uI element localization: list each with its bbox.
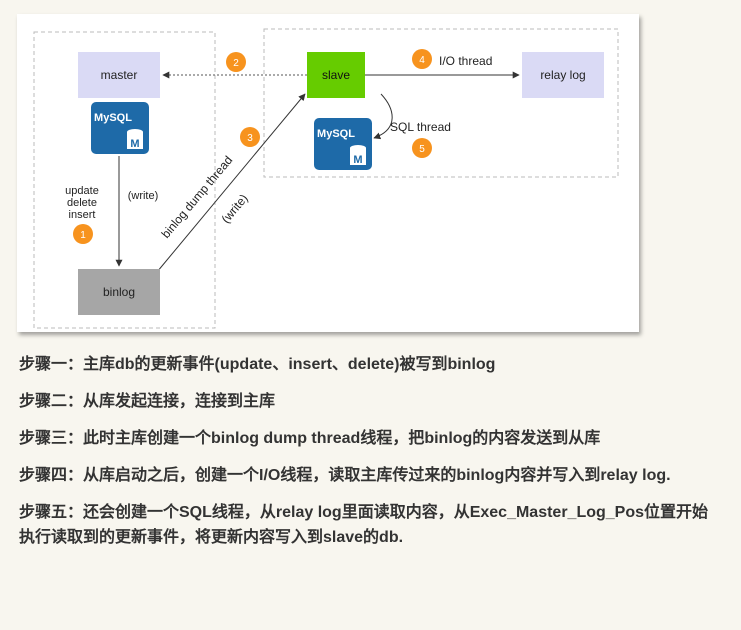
slave-mysql-icon: MySQL M bbox=[314, 118, 372, 170]
badge-3: 3 bbox=[240, 127, 260, 147]
step-2: 步骤二：从库发起连接，连接到主库 bbox=[19, 393, 276, 410]
master-mysql-icon: MySQL M bbox=[91, 102, 149, 154]
master-box bbox=[78, 52, 160, 98]
replication-diagram: master slave relay log binlog MySQL M My… bbox=[17, 14, 639, 332]
svg-text:M: M bbox=[130, 138, 139, 150]
binlog-label: binlog bbox=[103, 285, 135, 299]
master-label: master bbox=[101, 68, 138, 82]
diagram-canvas: master slave relay log binlog MySQL M My… bbox=[33, 28, 619, 329]
sql-thread-label: SQL thread bbox=[390, 120, 451, 134]
op-delete-label: delete bbox=[67, 197, 97, 209]
relay-log-box bbox=[522, 52, 604, 98]
op-update-label: update bbox=[65, 185, 99, 197]
slave-box bbox=[307, 52, 365, 98]
step-1: 步骤一：主库db的更新事件(update、insert、delete)被写到bi… bbox=[19, 356, 496, 373]
badge-5: 5 bbox=[412, 138, 432, 158]
sql-thread-arrow bbox=[373, 93, 393, 140]
svg-text:2: 2 bbox=[233, 58, 239, 69]
binlog-dump-thread-label: binlog dump thread bbox=[159, 153, 236, 241]
svg-text:1: 1 bbox=[80, 230, 86, 241]
write-left-label: (write) bbox=[128, 190, 159, 202]
badge-1: 1 bbox=[73, 224, 93, 244]
svg-text:MySQL: MySQL bbox=[94, 112, 132, 124]
op-insert-label: insert bbox=[69, 209, 96, 221]
step-4: 步骤四：从库启动之后，创建一个I/O线程，读取主库传过来的binlog内容并写入… bbox=[19, 467, 671, 484]
slave-group-border bbox=[263, 28, 619, 178]
svg-text:M: M bbox=[353, 154, 362, 166]
svg-text:5: 5 bbox=[419, 144, 425, 155]
master-group-border bbox=[33, 31, 216, 329]
slave-label: slave bbox=[322, 68, 350, 82]
step-5: 步骤五：还会创建一个SQL线程，从relay log里面读取内容，从Exec_M… bbox=[19, 504, 709, 546]
badge-2: 2 bbox=[226, 52, 246, 72]
step-3: 步骤三：此时主库创建一个binlog dump thread线程，把binlog… bbox=[19, 430, 601, 447]
svg-text:4: 4 bbox=[419, 55, 425, 66]
relay-log-label: relay log bbox=[540, 68, 585, 82]
step-list: 步骤一：主库db的更新事件(update、insert、delete)被写到bi… bbox=[19, 352, 719, 550]
binlog-box bbox=[78, 269, 160, 315]
badge-4: 4 bbox=[412, 49, 432, 69]
svg-text:3: 3 bbox=[247, 133, 253, 144]
dump-arrow bbox=[156, 93, 306, 273]
write-diag-label: (write) bbox=[219, 191, 251, 226]
io-thread-label: I/O thread bbox=[439, 54, 492, 68]
svg-text:MySQL: MySQL bbox=[317, 128, 355, 140]
